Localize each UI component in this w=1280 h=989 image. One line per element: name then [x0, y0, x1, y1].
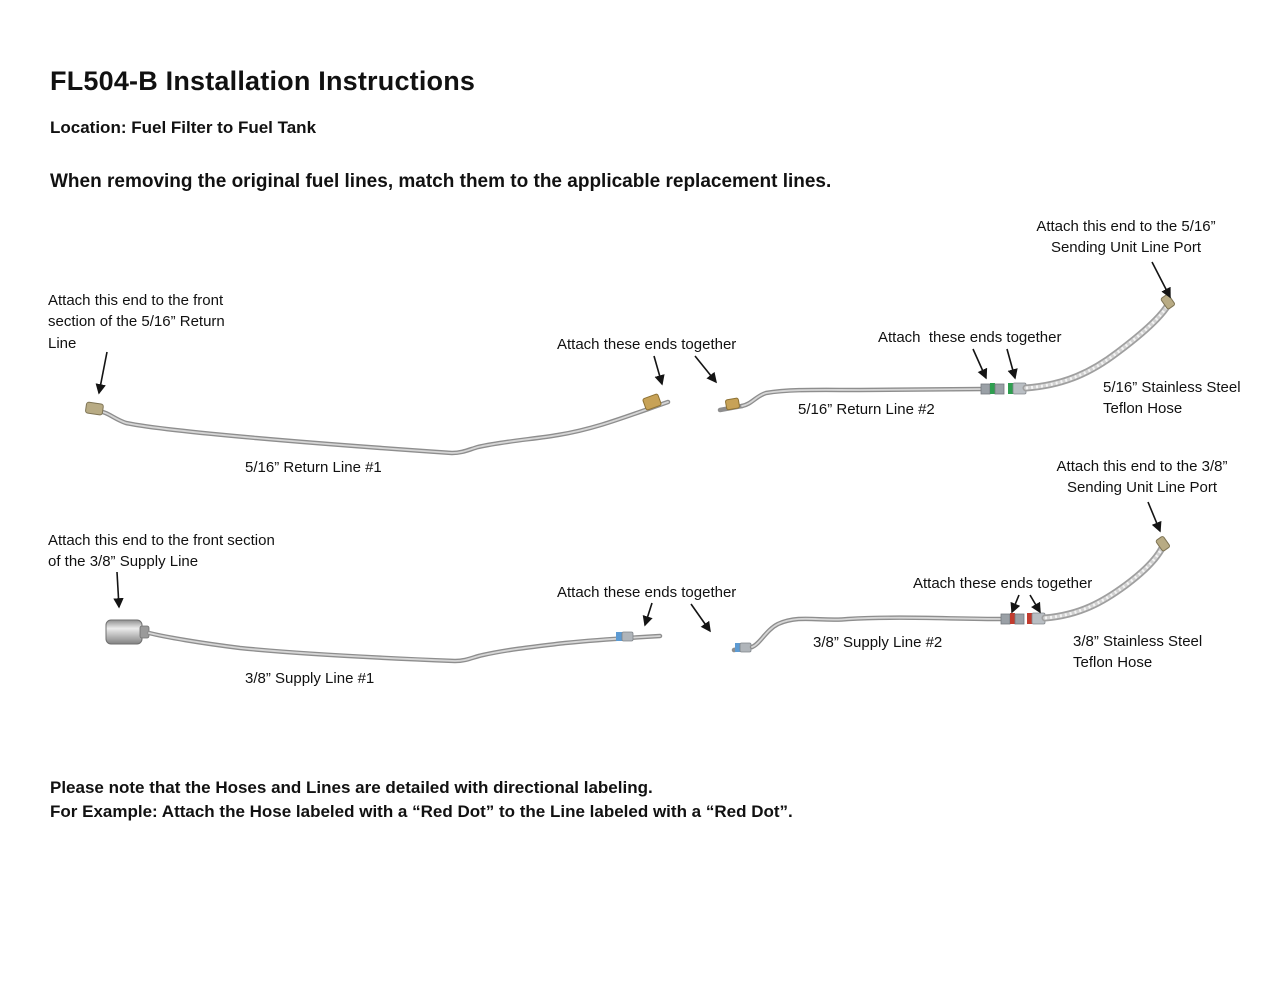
label-supply-attach-right: Attach these ends together: [913, 575, 1093, 592]
supply-line-2-drawing: [731, 536, 1171, 653]
intro-instruction: When removing the original fuel lines, m…: [50, 171, 832, 192]
arrow-return-mid-left: [653, 355, 665, 386]
return-line-1-end-fitting-brass: [642, 393, 662, 411]
location-subtitle: Location: Fuel Filter to Fuel Tank: [50, 118, 317, 137]
arrow-return-sending-unit: [1151, 261, 1171, 299]
arrow-supply-sending-unit: [1147, 501, 1162, 533]
supply-line-2-front-fitting: [731, 642, 755, 653]
arrow-return-right-right: [1006, 348, 1018, 380]
directional-labeling-note: Please note that the Hoses and Lines are…: [50, 776, 793, 824]
page-title: FL504-B Installation Instructions: [50, 66, 476, 96]
label-return-sending-unit: Attach this end to the 5/16” Sending Uni…: [1036, 218, 1216, 257]
label-return-front-section: Attach this end to the front section of …: [48, 292, 225, 352]
supply-hose-port-fitting: [1155, 536, 1171, 552]
note-line-1: Please note that the Hoses and Lines are…: [50, 778, 653, 797]
arrow-supply-front-section: [113, 571, 124, 609]
return-line-2-front-fitting-brass: [717, 397, 745, 413]
supply-stainless-hose: [1041, 536, 1171, 622]
label-supply-front-section: Attach this end to the front section of …: [48, 532, 275, 571]
supply-line-1-end-fitting-blue: [616, 631, 634, 642]
arrow-supply-mid-left: [642, 602, 653, 627]
arrow-return-right-left: [972, 348, 988, 380]
arrow-return-mid-right: [694, 355, 717, 384]
return-line-1-drawing: [85, 393, 671, 456]
label-return-attach-mid: Attach these ends together: [557, 336, 737, 353]
note-line-2: For Example: Attach the Hose labeled wit…: [50, 802, 793, 822]
return-line-1-front-fitting: [85, 401, 104, 416]
arrow-return-front-section: [95, 351, 108, 395]
supply-line-1-front-fitting-cylinder: [105, 619, 150, 645]
arrow-supply-right-right: [1029, 594, 1041, 614]
callout-arrows: [95, 261, 1171, 633]
arrow-supply-mid-right: [690, 603, 711, 633]
label-return-hose: 5/16” Stainless Steel Teflon Hose: [1103, 379, 1241, 418]
label-supply-sending-unit: Attach this end to the 3/8” Sending Unit…: [1056, 458, 1228, 497]
label-return-line-2: 5/16” Return Line #2: [798, 401, 935, 418]
label-supply-line-1: 3/8” Supply Line #1: [245, 670, 375, 687]
label-supply-hose: 3/8” Stainless Steel Teflon Hose: [1073, 633, 1203, 672]
label-return-attach-right: Attach these ends together: [878, 329, 1062, 346]
label-return-line-1: 5/16” Return Line #1: [245, 459, 382, 476]
label-supply-line-2: 3/8” Supply Line #2: [813, 634, 943, 651]
supply-line-1-drawing: [105, 619, 663, 664]
label-supply-attach-mid: Attach these ends together: [557, 584, 737, 601]
return-green-dot-connectors: [980, 382, 1027, 395]
supply-red-dot-connectors: [1000, 612, 1046, 625]
arrow-supply-right-left: [1010, 594, 1021, 614]
